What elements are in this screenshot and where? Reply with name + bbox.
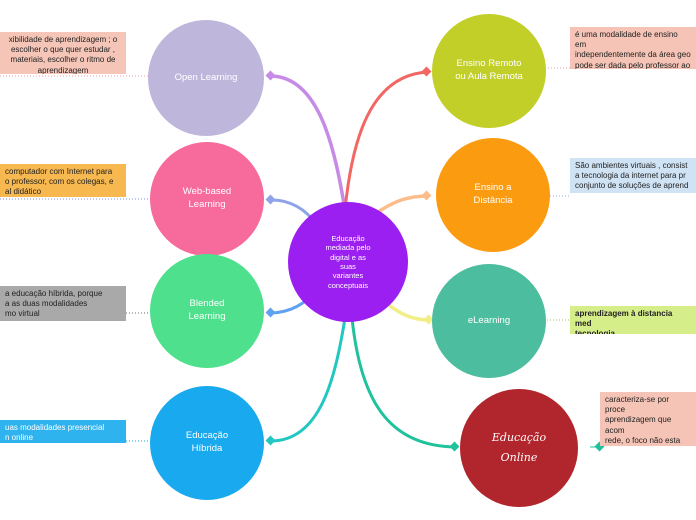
note-ensino-distancia: São ambientes virtuais , consist a tecno…	[570, 158, 696, 193]
node-ensino-remoto-label: Ensino Remoto ou Aula Remota	[455, 58, 523, 82]
branch-online	[350, 317, 456, 449]
center-label: Educação mediada pelo digital e as suas …	[325, 233, 371, 290]
node-elearning[interactable]: eLearning	[432, 264, 546, 378]
node-educacao-online[interactable]: Educação Online	[460, 389, 578, 507]
branch-open-learning	[271, 74, 347, 211]
note-open-learning-text: xibilidade de aprendizagem ; o escolher …	[8, 35, 118, 74]
note-ensino-remoto-text: é uma modalidade de ensino em independen…	[575, 30, 691, 69]
note-hibrida-text: uas modalidades presencial n online	[5, 423, 105, 443]
note-blended: a educação híbrida, porque a as duas mod…	[0, 286, 126, 321]
node-ensino-distancia-label: Ensino a Distância	[473, 182, 513, 206]
note-web-based: computador com Internet para o professor…	[0, 164, 126, 197]
node-blended-learning[interactable]: Blended Learning	[150, 254, 264, 368]
node-elearning-label: eLearning	[467, 314, 511, 326]
node-ensino-remoto[interactable]: Ensino Remoto ou Aula Remota	[432, 14, 546, 128]
node-open-learning[interactable]: Open Learning	[148, 20, 264, 136]
node-ensino-distancia[interactable]: Ensino a Distância	[436, 138, 550, 252]
branch-ensino-remoto	[343, 70, 429, 211]
note-web-based-text: computador com Internet para o professor…	[5, 167, 114, 197]
branch-ensino-distancia	[373, 194, 429, 216]
node-open-learning-label: Open Learning	[174, 71, 238, 83]
note-hibrida: uas modalidades presencial n online	[0, 420, 126, 443]
note-elearning-text: aprendizagem à distancia med tecnologia	[575, 309, 673, 334]
note-online-text: caracteriza-se por proce aprendizagem qu…	[605, 395, 681, 445]
node-educacao-hibrida[interactable]: Educação Híbrida	[150, 386, 264, 500]
node-web-based-learning[interactable]: Web-based Learning	[150, 142, 264, 256]
note-open-learning: xibilidade de aprendizagem ; o escolher …	[0, 32, 126, 74]
branch-hibrida	[271, 317, 347, 443]
node-hibrida-label: Educação Híbrida	[185, 430, 229, 454]
note-ensino-remoto: é uma modalidade de ensino em independen…	[570, 27, 696, 69]
node-center[interactable]: Educação mediada pelo digital e as suas …	[288, 202, 408, 322]
note-ensino-distancia-text: São ambientes virtuais , consist a tecno…	[575, 161, 689, 191]
note-blended-text: a educação híbrida, porque a as duas mod…	[5, 289, 103, 319]
node-blended-label: Blended Learning	[188, 298, 226, 322]
note-elearning: aprendizagem à distancia med tecnologia	[570, 306, 696, 334]
node-online-label: Educação Online	[491, 431, 547, 464]
note-online: caracteriza-se por proce aprendizagem qu…	[600, 392, 696, 446]
node-web-based-label: Web-based Learning	[182, 186, 232, 210]
